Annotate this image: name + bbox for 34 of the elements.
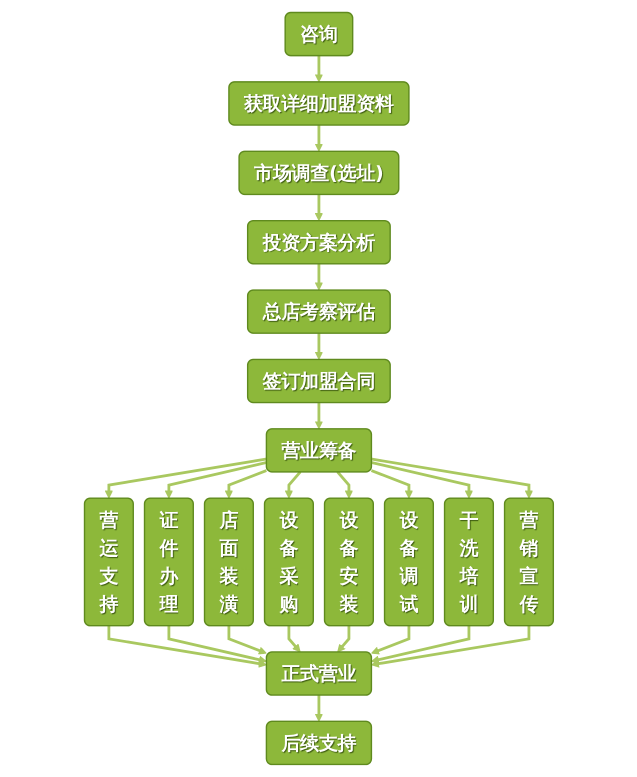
- arrow: [314, 402, 323, 430]
- arrow: [227, 626, 266, 654]
- arrow: [370, 626, 530, 668]
- node-box: 签订加盟合同: [246, 358, 390, 404]
- arrow: [314, 333, 323, 360]
- arrow: [314, 264, 323, 290]
- node-box: 咨询: [284, 12, 353, 56]
- arrow: [284, 471, 301, 499]
- arrow: [370, 458, 533, 499]
- arrow: [314, 56, 323, 82]
- arrow: [370, 626, 410, 654]
- arrow: [104, 458, 266, 499]
- node-box: 设备安装: [323, 498, 374, 626]
- arrow: [370, 469, 413, 499]
- node-box: 市场调查(选址): [238, 150, 400, 196]
- node-box: 正式营业: [265, 651, 372, 696]
- arrow: [224, 469, 266, 499]
- arrow: [370, 626, 470, 664]
- arrow: [370, 461, 473, 499]
- node-box: 店面装潢: [203, 498, 254, 626]
- arrow: [336, 471, 353, 499]
- arrow: [336, 626, 350, 652]
- node-box: 获取详细加盟资料: [228, 81, 410, 126]
- arrow: [314, 125, 323, 152]
- arrow: [314, 695, 323, 722]
- node-box: 设备采购: [263, 498, 314, 626]
- arrow: [314, 194, 323, 222]
- arrow: [107, 626, 266, 668]
- node-box: 后续支持: [265, 720, 372, 766]
- arrow: [167, 626, 266, 664]
- arrow: [164, 461, 266, 499]
- arrow: [287, 626, 300, 652]
- node-box: 设备调试: [383, 498, 434, 626]
- node-box: 营业筹备: [265, 428, 372, 473]
